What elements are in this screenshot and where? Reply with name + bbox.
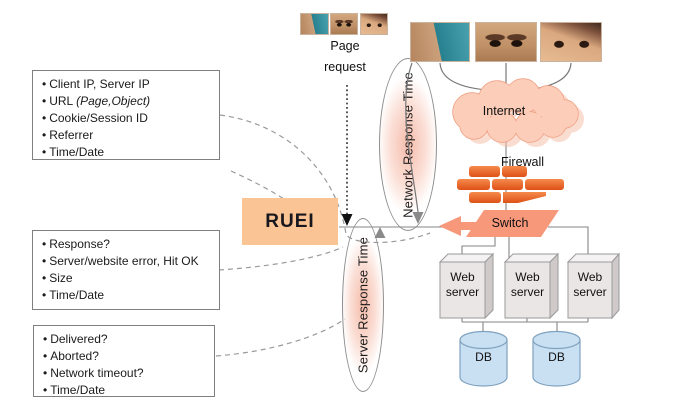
list-item: Time/Date — [42, 287, 215, 304]
delivery-data-box: Delivered? Aborted? Network timeout? Tim… — [33, 325, 215, 397]
list-item: Time/Date — [43, 382, 210, 399]
user-face-photo — [300, 13, 329, 35]
switch-left-arrow-icon — [439, 210, 559, 237]
list-item: Delivered? — [43, 331, 210, 348]
server-response-time-oval: Server Response Time — [342, 218, 384, 392]
web-server-label: Web server — [573, 270, 607, 299]
web-server-label: Web server — [445, 270, 480, 299]
db-label: DB — [475, 350, 492, 364]
ruei-box: RUEI — [242, 198, 338, 245]
up-arrowhead — [374, 227, 386, 238]
dashed-relation-curves — [215, 114, 431, 357]
list-item: URL (Page,Object) — [42, 93, 215, 110]
user-face-photo — [410, 22, 470, 62]
list-item: Aborted? — [43, 348, 210, 365]
brick-wall-icon — [457, 166, 564, 203]
user-face-photo — [475, 22, 537, 62]
list-item: Network timeout? — [43, 365, 210, 382]
list-item: Client IP, Server IP — [42, 76, 215, 93]
server-box-3d-icon — [438, 252, 621, 320]
switch-label: Switch — [491, 216, 529, 230]
firewall-label: Firewall — [501, 155, 545, 169]
page-request-arrowhead — [341, 214, 353, 226]
response-data-box: Response? Server/website error, Hit OK S… — [32, 230, 220, 310]
user-face-photo — [360, 13, 388, 35]
list-item: Referrer — [42, 127, 215, 144]
list-item: Size — [42, 270, 215, 287]
user-face-photo — [330, 13, 358, 35]
internet-label: Internet — [482, 104, 526, 118]
list-item: Server/website error, Hit OK — [42, 253, 215, 270]
internet-cloud-icon — [452, 78, 584, 147]
db-label: DB — [548, 350, 565, 364]
down-arrowhead — [412, 212, 424, 224]
list-item: Time/Date — [42, 144, 215, 161]
list-item: Response? — [42, 236, 215, 253]
connector-lines — [339, 141, 589, 335]
list-item: Cookie/Session ID — [42, 110, 215, 127]
database-cylinder-icon — [459, 330, 581, 387]
web-server-label: Web server — [510, 270, 545, 299]
user-face-photo — [540, 22, 602, 62]
request-data-box: Client IP, Server IP URL (Page,Object) C… — [32, 70, 220, 160]
page-request-label: Page request — [324, 39, 366, 74]
